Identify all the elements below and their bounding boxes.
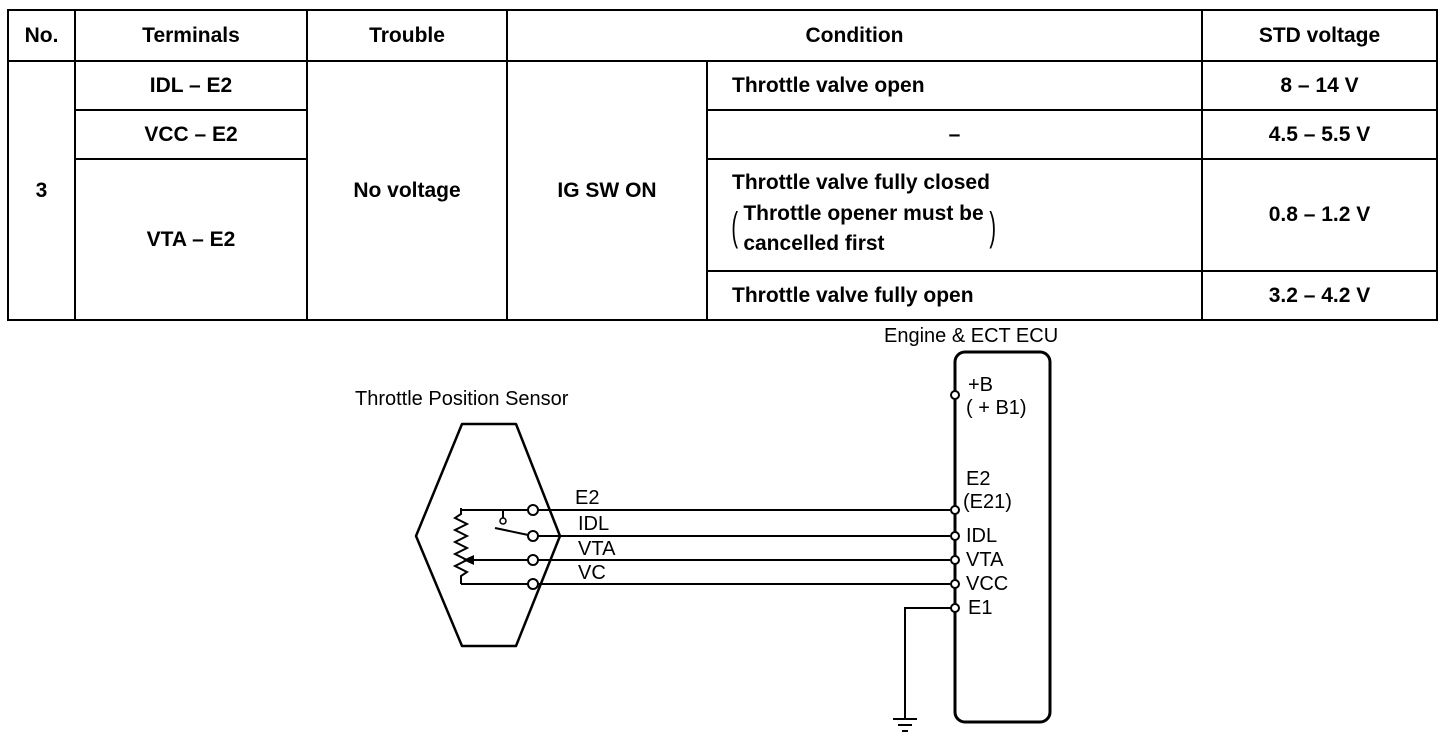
cell-voltage: 0.8 – 1.2 V [1201, 158, 1438, 272]
idl-switch-contact [499, 517, 507, 525]
cell-voltage: 3.2 – 4.2 V [1201, 270, 1438, 321]
condition-note-line-2: cancelled first [743, 232, 885, 255]
header-no: No. [7, 9, 76, 62]
ground-icon [893, 718, 917, 732]
ecu-terminal-b [950, 390, 960, 400]
cell-condition-main: IG SW ON [506, 60, 708, 321]
condition-note-line-1: Throttle opener must be [743, 202, 984, 225]
ecu-terminal-vta [950, 555, 960, 565]
ecu-label-idl: IDL [966, 525, 997, 547]
wire-label-vta: VTA [578, 538, 616, 560]
cell-condition: Throttle valve open [706, 60, 1203, 111]
ecu-label-e1: E1 [968, 597, 992, 619]
header-condition: Condition [506, 9, 1203, 62]
header-trouble: Trouble [306, 9, 508, 62]
cell-terminals: VCC – E2 [74, 109, 308, 160]
cell-trouble: No voltage [306, 60, 508, 321]
resistor [452, 508, 470, 584]
table-row: VCC – E2 – 4.5 – 5.5 V [8, 109, 1438, 160]
ecu-label-b: +B [968, 374, 993, 396]
sensor-terminal-vc [527, 578, 539, 590]
table-row: 3 IDL – E2 No voltage IG SW ON Throttle … [7, 60, 1438, 321]
cell-terminals: VTA – E2 [74, 158, 308, 321]
cell-terminals: IDL – E2 [74, 60, 308, 111]
sensor-title: Throttle Position Sensor [355, 388, 569, 410]
ecu-label-e2: E2 [966, 468, 990, 490]
wire-label-e2: E2 [575, 487, 599, 509]
ecu-label-vcc: VCC [966, 573, 1008, 595]
condition-main-text: Throttle valve fully closed [732, 171, 990, 194]
ecu-label-vta: VTA [966, 549, 1004, 571]
cell-condition: Throttle valve fully open [706, 270, 1203, 321]
ecu-label-e21: (E21) [963, 491, 1012, 513]
ecu-title: Engine & ECT ECU [884, 325, 1058, 347]
ecu-terminal-e2 [950, 505, 960, 515]
header-terminals: Terminals [74, 9, 308, 62]
wiper-arrow [463, 555, 474, 565]
cell-condition: – [706, 109, 1203, 160]
ecu-terminal-vcc [950, 579, 960, 589]
cell-voltage: 4.5 – 5.5 V [1201, 109, 1438, 160]
wire-label-vc: VC [578, 562, 606, 584]
table-row: Throttle valve fully open 3.2 – 4.2 V [8, 270, 1438, 321]
idl-switch-arm [494, 527, 534, 537]
ecu-label-b1: ( + B1) [966, 397, 1027, 419]
cell-no: 3 [7, 60, 76, 321]
wire-label-idl: IDL [578, 513, 609, 535]
voltage-spec-table: No. Terminals Trouble Condition STD volt… [7, 9, 1438, 321]
condition-note: ( Throttle opener must be cancelled firs… [728, 199, 1201, 259]
header-std-voltage: STD voltage [1201, 9, 1438, 62]
sensor-terminal-vta [527, 554, 539, 566]
ecu-terminal-e1 [950, 603, 960, 613]
table-row: VTA – E2 Throttle valve fully closed ( T… [8, 158, 1438, 321]
sensor-terminal-e2 [527, 504, 539, 516]
sensor-housing [414, 422, 562, 648]
paren-left: ( [731, 205, 738, 249]
ecu-terminal-idl [950, 531, 960, 541]
table-header-row: No. Terminals Trouble Condition STD volt… [7, 9, 1438, 62]
paren-right: ) [989, 205, 996, 249]
cell-condition: Throttle valve fully closed ( Throttle o… [706, 158, 1203, 272]
ground-wire [904, 607, 951, 718]
cell-voltage: 8 – 14 V [1201, 60, 1438, 111]
sensor-terminal-idl [527, 530, 539, 542]
